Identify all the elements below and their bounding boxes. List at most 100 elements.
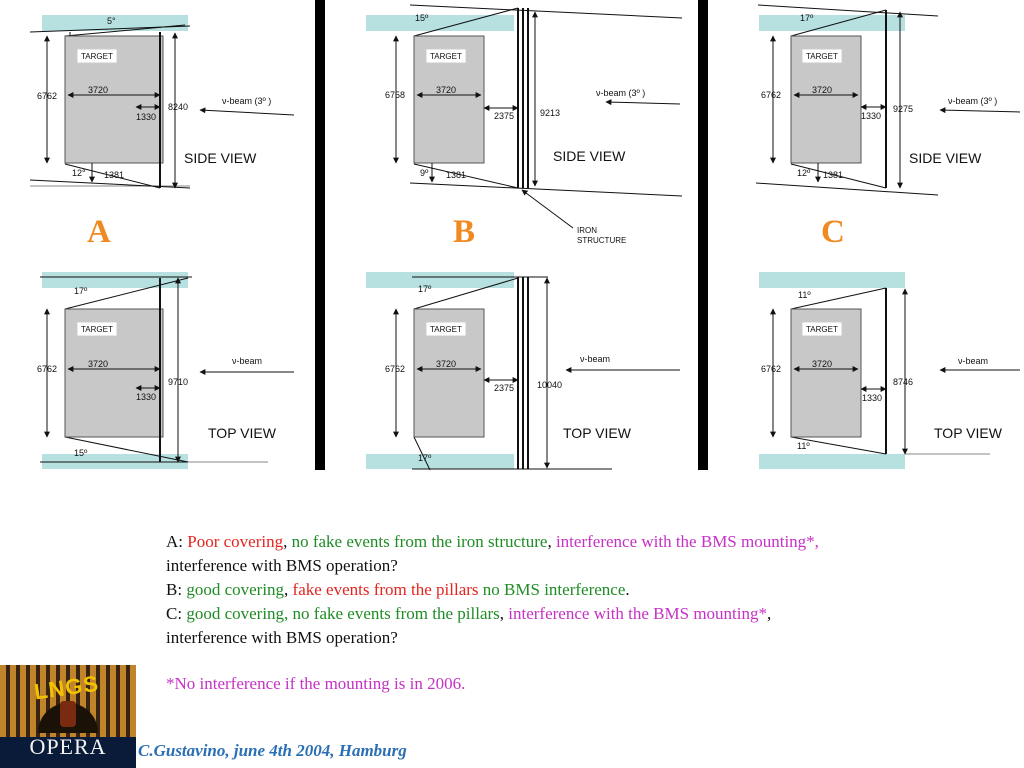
height-label: 6762: [761, 364, 781, 374]
panel-letter-b: B: [453, 214, 475, 250]
beam-label: ν-beam (3º ): [222, 96, 271, 106]
note-bms: interference with the BMS mounting*,: [555, 532, 819, 551]
target-label-box: [425, 48, 467, 64]
note-prefix: A:: [166, 532, 188, 551]
view-label: TOP VIEW: [563, 425, 632, 441]
total-label: 8240: [168, 102, 188, 112]
target-label: TARGET: [806, 52, 838, 61]
note-bms: no BMS interference: [482, 580, 626, 599]
angle-top-label: 17º: [418, 284, 432, 294]
angle-top-label: 5°: [107, 16, 116, 26]
height-label: 6762: [385, 364, 405, 374]
note-separator: ,: [284, 580, 293, 599]
beam-label: ν-beam (3º ): [596, 88, 645, 98]
view-label: SIDE VIEW: [184, 150, 257, 166]
iron-structure-label: STRUCTURE: [577, 236, 626, 245]
logo-figure: [60, 701, 76, 727]
total-label: 9275: [893, 104, 913, 114]
note-c: C: good covering, no fake events from th…: [166, 602, 966, 626]
angle-top-label: 17º: [74, 286, 88, 296]
note-prefix: C:: [166, 604, 187, 623]
footnote: *No interference if the mounting is in 2…: [166, 674, 466, 693]
opera-logo: LNGS OPERA: [0, 665, 136, 768]
angle-top-label: 11º: [798, 290, 811, 300]
bms-plate: [366, 272, 514, 288]
comparison-notes: A: Poor covering, no fake events from th…: [166, 530, 966, 650]
width-label: 3720: [88, 359, 108, 369]
beam-label: ν-beam: [958, 356, 988, 366]
target-label: TARGET: [81, 325, 113, 334]
note-c-line2: interference with BMS operation?: [166, 628, 398, 647]
gap-label: 1330: [861, 111, 881, 121]
height-label: 6762: [761, 90, 781, 100]
note-a-line2: interference with BMS operation?: [166, 556, 398, 575]
author-credit: C.Gustavino, june 4th 2004, Hamburg: [138, 741, 407, 760]
gap-label: 1330: [136, 112, 156, 122]
target-label-box: [76, 48, 118, 64]
panel-letter-c: C: [821, 214, 845, 250]
total-label: 9213: [540, 108, 560, 118]
depth-label: 1381: [446, 170, 466, 180]
note-separator: ,: [547, 532, 556, 551]
gap-label: 1330: [862, 393, 882, 403]
angle-bottom-label: 12°: [72, 168, 86, 178]
target-label: TARGET: [430, 325, 462, 334]
angle-bottom-label: 12º: [797, 168, 811, 178]
width-label: 3720: [436, 359, 456, 369]
height-label: 6762: [37, 91, 57, 101]
total-label: 9710: [168, 377, 188, 387]
gap-label: 1330: [136, 392, 156, 402]
panel-b-top-view: [366, 272, 680, 471]
target-label: TARGET: [806, 325, 838, 334]
gap-label: 2375: [494, 111, 514, 121]
width-label: 3720: [812, 85, 832, 95]
view-label: TOP VIEW: [934, 425, 1003, 441]
note-positive: good covering: [186, 580, 285, 599]
width-label: 3720: [88, 85, 108, 95]
bms-plate: [42, 272, 188, 288]
view-label: SIDE VIEW: [553, 148, 626, 164]
target-label: TARGET: [430, 52, 462, 61]
note-negative: fake events from the pillars: [292, 580, 479, 599]
note-positive: no fake events from the iron structure: [291, 532, 548, 551]
beam-label: ν-beam: [232, 356, 262, 366]
target-label-box: [801, 48, 843, 64]
note-separator: ,: [283, 532, 292, 551]
bms-plate: [759, 15, 905, 31]
total-label: 8746: [893, 377, 913, 387]
note-positive: good covering, no fake events from the p…: [186, 604, 500, 623]
panel-b-side-view: [366, 4, 683, 229]
width-label: 3720: [436, 85, 456, 95]
angle-top-label: 17º: [800, 13, 814, 23]
view-label: TOP VIEW: [208, 425, 277, 441]
depth-label: 1381: [823, 170, 843, 180]
detector-diagram: TARGET 5° 6762 3720 1330 8240 ν-beam (3º…: [29, 0, 1021, 471]
note-negative: Poor covering: [187, 532, 284, 551]
logo-opera-text: OPERA: [29, 734, 107, 759]
panel-separator-left: [315, 0, 325, 470]
panel-letter-a: A: [87, 214, 111, 250]
iron-structure-label: IRON: [577, 226, 597, 235]
note-separator: .: [625, 580, 630, 599]
bms-plate: [366, 454, 514, 469]
note-a: A: Poor covering, no fake events from th…: [166, 530, 966, 554]
width-label: 3720: [812, 359, 832, 369]
note-b: B: good covering, fake events from the p…: [166, 578, 966, 602]
note-prefix: B:: [166, 580, 187, 599]
angle-top-label: 15º: [415, 13, 429, 23]
panel-separator-right: [698, 0, 708, 470]
note-bms: interference with the BMS mounting*: [508, 604, 768, 623]
height-label: 6762: [37, 364, 57, 374]
note-separator: ,: [767, 604, 772, 623]
target-label: TARGET: [81, 52, 113, 61]
height-label: 6758: [385, 90, 405, 100]
angle-bottom-label: 9º: [420, 168, 429, 178]
angle-bottom-label: 11º: [797, 441, 810, 451]
target-label-box: [76, 321, 118, 337]
angle-bottom-label: 17º: [418, 453, 432, 463]
bms-plate: [759, 272, 905, 288]
total-label: 10040: [537, 380, 562, 390]
target-label-box: [425, 321, 467, 337]
beam-label: ν-beam: [580, 354, 610, 364]
beam-label: ν-beam (3º ): [948, 96, 997, 106]
